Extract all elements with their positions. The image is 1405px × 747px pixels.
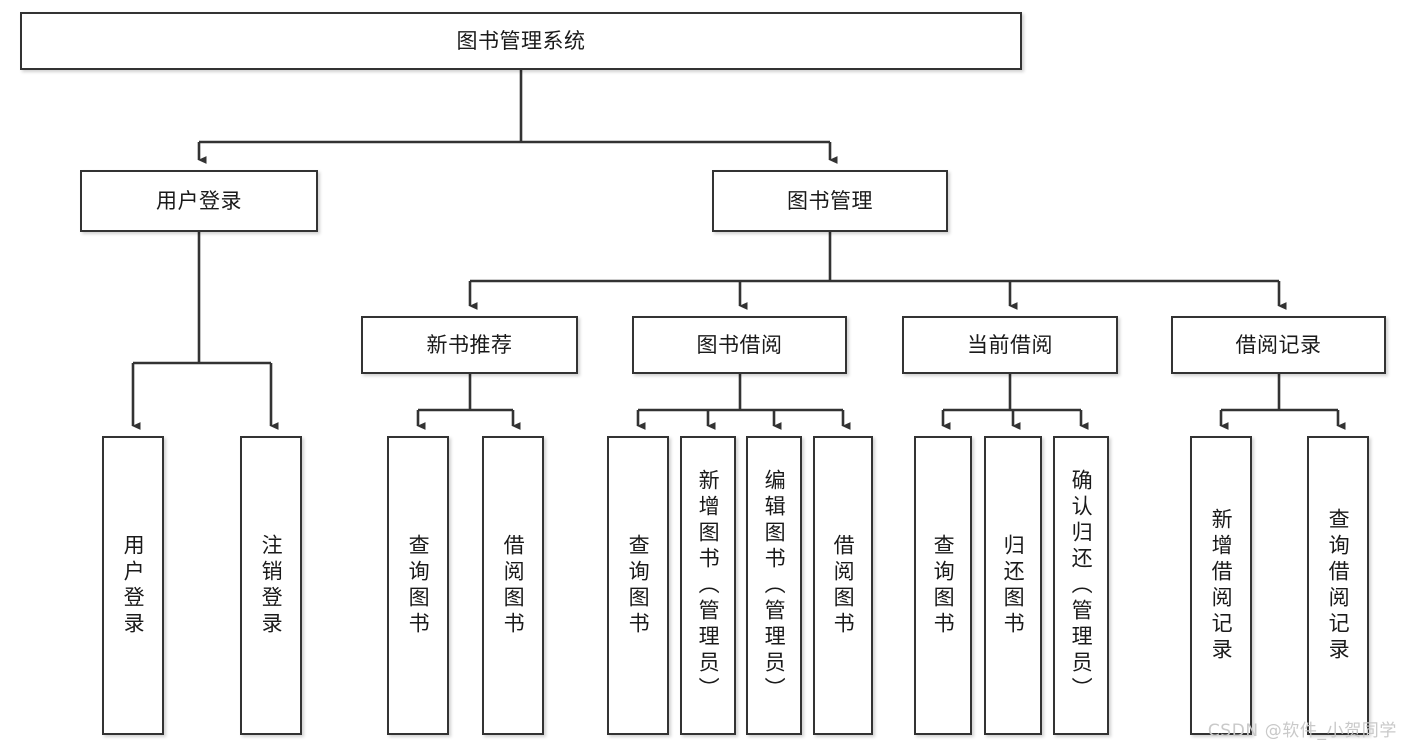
node-leaf-confirm-return[interactable]: 确认归还（管理员） xyxy=(1053,436,1109,735)
node-label: 图书管理系统 xyxy=(456,28,586,53)
node-label: 借阅图书 xyxy=(831,533,856,638)
node-user-login[interactable]: 用户登录 xyxy=(80,170,318,232)
node-label: 注销登录 xyxy=(259,533,284,638)
node-label: 归还图书 xyxy=(1001,533,1026,638)
node-leaf-add-book[interactable]: 新增图书（管理员） xyxy=(680,436,736,735)
node-label: 用户登录 xyxy=(156,188,242,213)
node-leaf-query-book-1[interactable]: 查询图书 xyxy=(387,436,449,735)
node-label: 编辑图书（管理员） xyxy=(762,468,787,703)
node-label: 新增借阅记录 xyxy=(1209,507,1234,664)
node-leaf-query-book-2[interactable]: 查询图书 xyxy=(607,436,669,735)
node-leaf-edit-book[interactable]: 编辑图书（管理员） xyxy=(746,436,802,735)
node-leaf-borrow-book-1[interactable]: 借阅图书 xyxy=(482,436,544,735)
node-leaf-logout[interactable]: 注销登录 xyxy=(240,436,302,735)
node-label: 当前借阅 xyxy=(967,332,1053,357)
node-book-manage[interactable]: 图书管理 xyxy=(712,170,948,232)
node-book-borrow[interactable]: 图书借阅 xyxy=(632,316,847,374)
node-root[interactable]: 图书管理系统 xyxy=(20,12,1022,70)
node-label: 查询图书 xyxy=(626,533,651,638)
node-current-borrow[interactable]: 当前借阅 xyxy=(902,316,1118,374)
node-label: 确认归还（管理员） xyxy=(1069,468,1094,703)
node-label: 查询借阅记录 xyxy=(1326,507,1351,664)
node-leaf-return-book[interactable]: 归还图书 xyxy=(984,436,1042,735)
node-borrow-record[interactable]: 借阅记录 xyxy=(1171,316,1386,374)
node-label: 借阅记录 xyxy=(1235,332,1322,357)
node-leaf-borrow-book-2[interactable]: 借阅图书 xyxy=(813,436,873,735)
node-leaf-user-login[interactable]: 用户登录 xyxy=(102,436,164,735)
node-label: 图书管理 xyxy=(787,188,873,213)
node-label: 查询图书 xyxy=(931,533,956,638)
node-label: 新增图书（管理员） xyxy=(696,468,721,703)
node-label: 用户登录 xyxy=(121,533,146,638)
node-new-book-rec[interactable]: 新书推荐 xyxy=(361,316,578,374)
node-label: 查询图书 xyxy=(406,533,431,638)
node-leaf-add-record[interactable]: 新增借阅记录 xyxy=(1190,436,1252,735)
node-leaf-query-record[interactable]: 查询借阅记录 xyxy=(1307,436,1369,735)
watermark-text: CSDN @软件_小贺同学 xyxy=(1207,721,1397,741)
node-label: 新书推荐 xyxy=(426,332,513,357)
node-label: 借阅图书 xyxy=(501,533,526,638)
node-label: 图书借阅 xyxy=(696,332,783,357)
node-leaf-query-book-3[interactable]: 查询图书 xyxy=(914,436,972,735)
